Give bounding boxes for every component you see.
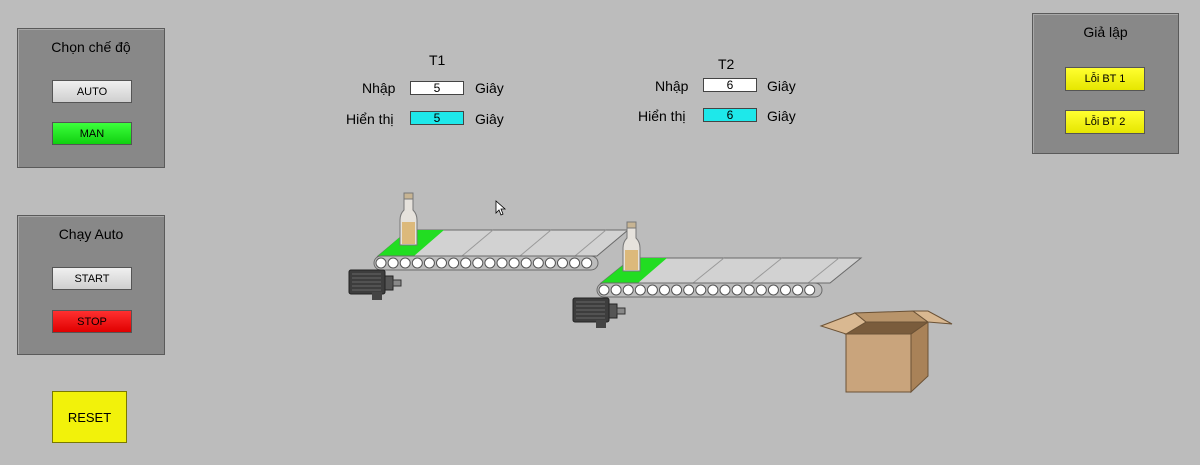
conveyor-roller (622, 284, 634, 296)
conveyor-roller (659, 284, 670, 296)
bottle-1-icon (399, 192, 418, 246)
timer-t1-display-unit: Giây (475, 111, 504, 127)
conveyor-roller (646, 284, 658, 296)
conveyor-roller (496, 257, 508, 269)
conveyor-roller (460, 257, 472, 269)
timer-t2-input-field[interactable]: 6 (703, 78, 757, 92)
conveyor-roller (532, 257, 544, 269)
auto-button[interactable]: AUTO (52, 80, 132, 103)
cardboard-box-icon (819, 310, 953, 394)
conveyor-roller (695, 284, 707, 296)
stop-button[interactable]: STOP (52, 310, 132, 333)
conveyor-roller (634, 284, 646, 296)
man-button[interactable]: MAN (52, 122, 132, 145)
conveyor-roller (767, 284, 779, 296)
timer-t2-display-field: 6 (703, 108, 757, 122)
conveyor-roller (683, 284, 695, 296)
conveyor-roller (436, 257, 447, 269)
timer-t1-display-label: Hiển thị (346, 111, 394, 127)
conveyor-roller (387, 257, 399, 269)
timer-t2-title: T2 (718, 56, 735, 72)
timer-t2-display-label: Hiển thị (638, 108, 686, 124)
conveyor-roller (804, 284, 816, 296)
timer-t1-input-field[interactable]: 5 (410, 81, 464, 95)
bottle-2-icon (622, 221, 641, 272)
conveyor-roller (792, 284, 804, 296)
mouse-cursor-icon (495, 200, 507, 216)
timer-t1-input-label: Nhập (362, 80, 396, 96)
mode-panel: Chọn chế độ AUTO MAN (17, 28, 165, 168)
timer-t1-display-field: 5 (410, 111, 464, 125)
timer-t2-display-unit: Giây (767, 108, 796, 124)
simulation-panel-title: Giả lập (1083, 24, 1128, 40)
timer-t2-input-unit: Giây (767, 78, 796, 94)
conveyor-roller (743, 284, 755, 296)
conveyor-roller (484, 257, 496, 269)
conveyor-roller (755, 284, 767, 296)
conveyor-roller (411, 257, 423, 269)
mode-panel-title: Chọn chế độ (51, 39, 131, 55)
motor-2-icon (572, 297, 626, 328)
conveyor-roller (581, 257, 593, 269)
motor-1-icon (348, 269, 402, 300)
conveyor-1 (373, 229, 630, 271)
conveyor-roller (375, 257, 387, 269)
start-button[interactable]: START (52, 267, 132, 290)
conveyor-roller (598, 284, 610, 296)
fault-conveyor-1-button[interactable]: Lỗi BT 1 (1065, 67, 1145, 91)
conveyor-roller (780, 284, 791, 296)
timer-t1-title: T1 (429, 52, 446, 68)
conveyor-roller (557, 257, 568, 269)
conveyor-roller (731, 284, 743, 296)
conveyor-roller (423, 257, 435, 269)
timer-t2-input-label: Nhập (655, 78, 689, 94)
conveyor-roller (544, 257, 556, 269)
conveyor-roller (707, 284, 719, 296)
conveyor-roller (569, 257, 581, 269)
auto-run-panel: Chạy Auto START STOP (17, 215, 165, 355)
conveyor-roller (472, 257, 484, 269)
fault-conveyor-2-button[interactable]: Lỗi BT 2 (1065, 110, 1145, 134)
conveyor-roller (399, 257, 411, 269)
reset-button[interactable]: RESET (52, 391, 127, 443)
conveyor-roller (671, 284, 683, 296)
conveyor-roller (520, 257, 532, 269)
auto-run-panel-title: Chạy Auto (58, 226, 124, 242)
simulation-panel: Giả lập Lỗi BT 1 Lỗi BT 2 (1032, 13, 1179, 154)
conveyor-roller (719, 284, 731, 296)
conveyor-roller (610, 284, 622, 296)
conveyor-roller (448, 257, 460, 269)
conveyor-roller (508, 257, 520, 269)
conveyor-2 (596, 257, 863, 298)
timer-t1-input-unit: Giây (475, 80, 504, 96)
